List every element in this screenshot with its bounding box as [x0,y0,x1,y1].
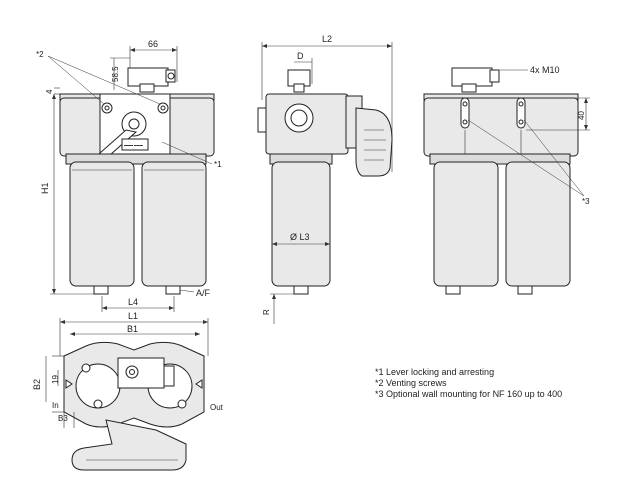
note-1: *1 Lever locking and arresting [375,367,495,377]
dim-b1: B1 [127,324,138,334]
notes-list: *1 Lever locking and arresting *2 Ventin… [375,367,635,400]
side-view: L2 D Ø L3 R [257,34,393,324]
note-2: *2 Venting screws [375,378,447,388]
dim-66: 66 [148,39,158,49]
dim-40: 40 [577,111,586,120]
dim-l2: L2 [322,34,332,44]
dim-l4: L4 [128,297,138,307]
dim-af: A/F [196,288,211,298]
dim-d: D [297,51,304,61]
dim-l1: L1 [128,311,138,321]
top-view: L1 B1 B2 19 In Out [32,311,224,471]
dim-19: 19 [51,375,60,384]
dim-58-5: 58.5 [111,66,120,82]
name-plate-text: ▬▬▬ ▬▬▬ [124,143,143,147]
callout-1-front: *1 [214,160,222,169]
callout-3: *3 [582,197,590,206]
port-out-label: Out [210,403,224,412]
dim-4: 4 [45,89,54,94]
port-in-label: In [52,401,59,410]
note-3: *3 Optional wall mounting for NF 160 up … [375,389,563,399]
dim-b3: B3 [58,414,68,423]
callout-2-front: *2 [36,50,44,59]
dim-h1: H1 [40,182,50,194]
dim-b2: B2 [32,379,42,390]
rear-view: 4x M10 40 100 *3 [423,65,590,295]
dim-l3: Ø L3 [290,232,310,242]
dim-r: R [262,309,271,315]
front-view: 66 58.5 4 H1 ▬▬▬ ▬▬▬ [36,39,222,312]
dim-m10: 4x M10 [530,65,560,75]
